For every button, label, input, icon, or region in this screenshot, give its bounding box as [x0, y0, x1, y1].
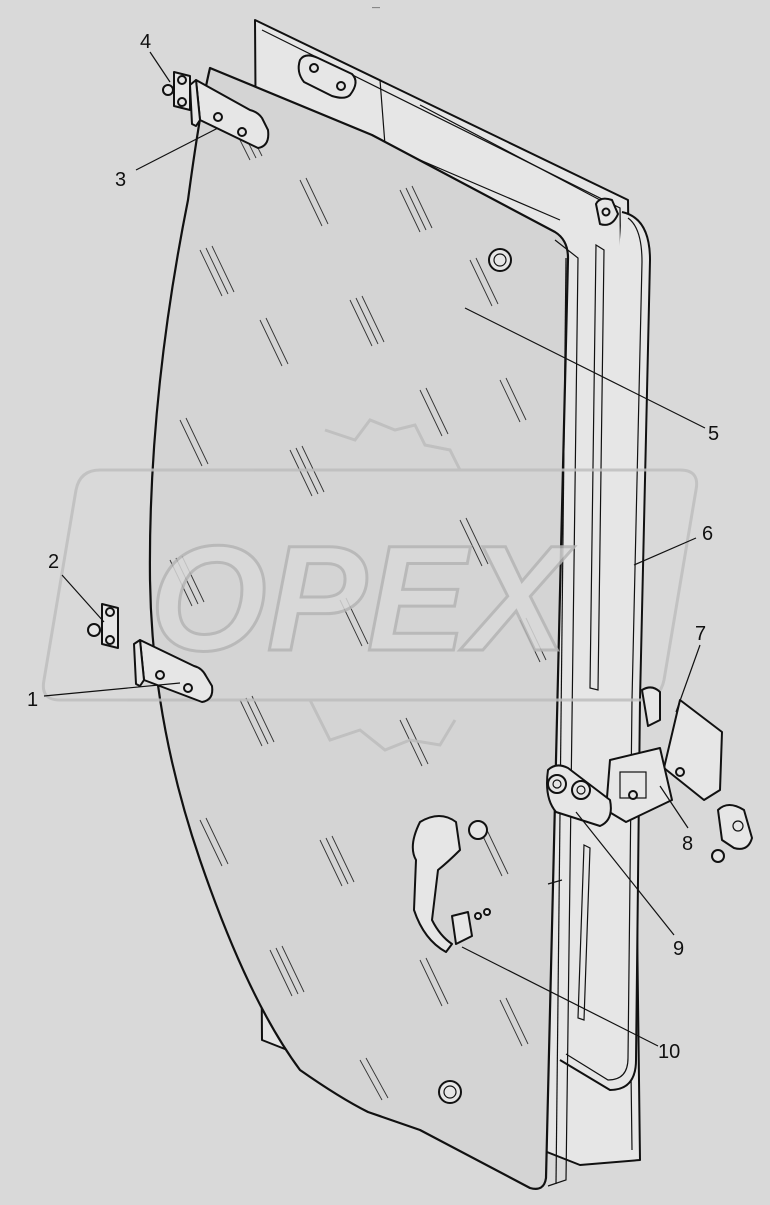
leader-lines — [43, 51, 706, 1047]
upper-hinge — [189, 79, 270, 149]
callout-5: 5 — [708, 423, 719, 445]
callout-6: 6 — [702, 523, 713, 545]
latch-bracket — [546, 764, 612, 827]
door-lock-mechanism — [605, 686, 723, 823]
callout-9: 9 — [673, 938, 684, 960]
callout-8: 8 — [682, 833, 693, 855]
door-glass-panel — [148, 66, 605, 1190]
callout-2: 2 — [48, 551, 59, 573]
top-mark: — — [372, 3, 380, 12]
lower-hinge-pin — [87, 603, 119, 649]
watermark: OPEX — [41, 418, 699, 752]
callout-10: 10 — [658, 1041, 680, 1063]
lower-hinge — [133, 639, 214, 703]
door-handle — [411, 815, 563, 953]
callout-4: 4 — [140, 31, 151, 53]
upper-hinge-pin — [162, 71, 191, 111]
callout-3: 3 — [115, 169, 126, 191]
callout-7: 7 — [695, 623, 706, 645]
watermark-text: OPEX — [150, 514, 575, 682]
callout-1: 1 — [27, 689, 38, 711]
striker-bracket — [711, 804, 753, 863]
